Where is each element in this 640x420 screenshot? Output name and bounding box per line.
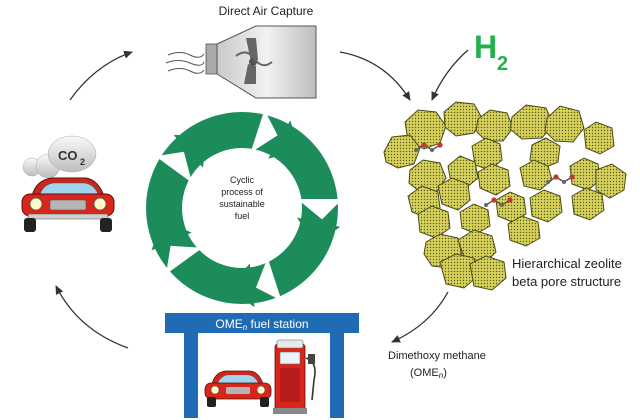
co2-cloud-icon: CO 2: [22, 135, 97, 179]
station-n: n: [243, 323, 248, 332]
station-label: OMEn fuel station: [215, 317, 308, 332]
center-text-line4: fuel: [235, 211, 250, 221]
dmm-label-line2: (OMEn): [410, 367, 447, 380]
arrow-station-to-car: [55, 285, 129, 349]
molecule-icon: [414, 142, 443, 152]
station-ome: OME: [215, 317, 242, 331]
center-text-line2: process of: [221, 187, 263, 197]
outer-cycle-arrows: [55, 49, 469, 349]
zeolite-label-line2: beta pore structure: [512, 274, 621, 289]
arrow-h2-to-zeolite: [431, 49, 469, 101]
fuel-station: [165, 313, 359, 418]
center-text-line1: Cyclic: [230, 175, 254, 185]
h2-subscript: 2: [497, 53, 508, 75]
zeolite-label-line1: Hierarchical zeolite: [512, 256, 622, 271]
co2-subscript: 2: [80, 157, 85, 167]
molecule-icon: [546, 174, 575, 184]
car-icon: [204, 370, 272, 407]
fuel-pump-icon: [273, 339, 316, 414]
cycle-ring: [146, 109, 343, 308]
dmm-close: ): [443, 367, 447, 379]
dmm-n: n: [439, 371, 444, 380]
dmm-open: (OME: [410, 367, 439, 379]
dmm-label-line1: Dimethoxy methane: [388, 350, 486, 362]
arrow-car-to-dac: [69, 50, 133, 101]
station-rest: fuel station: [247, 317, 308, 331]
air-flow-lines: [165, 52, 205, 74]
fan-icon: [205, 25, 317, 99]
car-icon: [21, 177, 115, 232]
arrow-zeolite-to-dmm: [391, 291, 449, 343]
molecule-icon: [484, 197, 513, 207]
zeolite-cluster: [383, 101, 627, 291]
dac-label: Direct Air Capture: [219, 4, 314, 18]
arrow-dac-to-zeolite: [339, 51, 411, 101]
h2-label: H 2: [474, 29, 508, 75]
h2-main: H: [474, 29, 497, 65]
center-text-line3: sustainable: [219, 199, 265, 209]
co2-main: CO: [58, 148, 78, 163]
